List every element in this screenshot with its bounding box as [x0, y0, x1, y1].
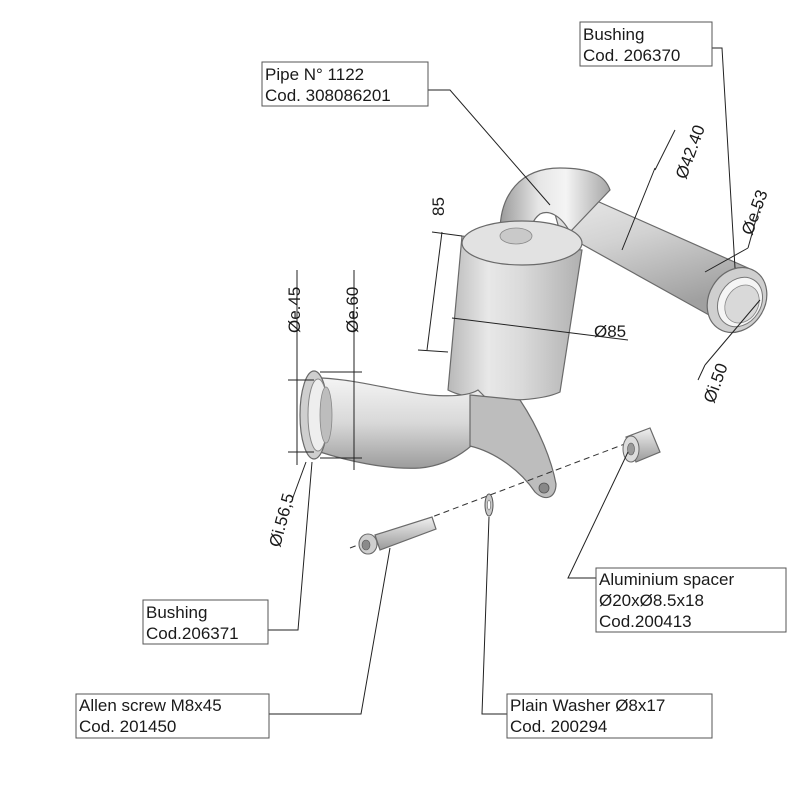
callout-bushing-left-name: Bushing	[146, 603, 207, 622]
callout-spacer-size: Ø20xØ8.5x18	[599, 591, 704, 610]
muffler-can	[447, 220, 583, 401]
callout-bushing-left-code: Cod.206371	[146, 624, 239, 643]
callout-screw: Allen screw M8x45 Cod. 201450	[75, 693, 270, 739]
leader-lines	[268, 47, 736, 715]
callout-pipe: Pipe N° 1122 Cod. 308086201	[261, 61, 429, 107]
callout-spacer-name: Aluminium spacer	[599, 570, 734, 589]
dim-outer-diameter-53: Øe.53	[738, 187, 772, 237]
callout-spacer-code: Cod.200413	[599, 612, 692, 631]
aluminium-spacer	[622, 427, 661, 463]
exhaust-pipe-assembly	[299, 167, 768, 499]
callout-washer-code: Cod. 200294	[510, 717, 607, 736]
callout-bushing-left: Bushing Cod.206371	[142, 599, 269, 645]
dim-outer-diameter-45: Øe.45	[285, 287, 304, 333]
dim-outer-diameter-60: Øe.60	[343, 287, 362, 333]
callout-pipe-name: Pipe N° 1122	[265, 65, 364, 84]
dim-inner-diameter-50: Øi.50	[700, 361, 732, 406]
bracket-hole	[538, 482, 550, 494]
callout-bushing-top-code: Cod. 206370	[583, 46, 680, 65]
dim-diameter-42-40: Ø42.40	[672, 122, 709, 181]
allen-screw	[358, 516, 437, 555]
plain-washer	[484, 493, 494, 517]
dim-height-85: 85	[429, 197, 448, 216]
callout-washer-name: Plain Washer Ø8x17	[510, 696, 665, 715]
dimension-lines	[288, 129, 761, 501]
outlet-bushing	[706, 266, 768, 334]
callout-spacer: Aluminium spacer Ø20xØ8.5x18 Cod.200413	[595, 567, 787, 633]
dim-inner-diameter-56-5: Øi.56,5	[266, 491, 299, 549]
callout-screw-code: Cod. 201450	[79, 717, 176, 736]
dim-diameter-85: Ø85	[594, 322, 626, 341]
callout-screw-name: Allen screw M8x45	[79, 696, 222, 715]
inlet-bushing	[299, 370, 333, 460]
mounting-bracket	[469, 394, 557, 499]
callout-pipe-code: Cod. 308086201	[265, 86, 391, 105]
callout-washer: Plain Washer Ø8x17 Cod. 200294	[506, 693, 713, 739]
callout-bushing-top: Bushing Cod. 206370	[579, 21, 713, 67]
callout-bushing-top-name: Bushing	[583, 25, 644, 44]
